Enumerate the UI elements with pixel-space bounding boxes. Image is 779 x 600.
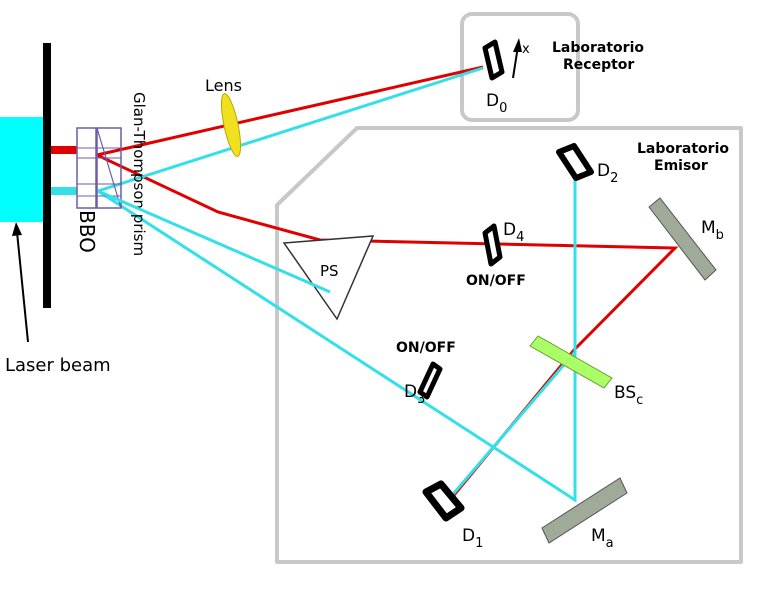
bbo-label: BBO [75,210,99,253]
ma-label: Ma [591,526,614,551]
cyan-beam-to-d0 [97,66,484,193]
cyan-beam-stub [51,187,77,195]
red-beam-to-d0 [96,65,484,157]
laser-beam-arrow-line [16,231,29,343]
detector-d2 [556,143,594,181]
d3-label: D3 [404,382,425,407]
d4-on-off-label: ON/OFF [466,273,526,289]
x-axis-label: x [522,42,530,57]
laser-beam-label: Laser beam [5,355,111,376]
beamsplitter-bsc [529,335,613,389]
lens [220,93,242,157]
receptor-title-line1: Laboratorio [552,40,644,56]
laser-beam-arrowhead [12,222,22,236]
detector-d4 [482,223,503,267]
ps-prism [282,235,375,321]
emisor-lab-region [275,126,743,564]
cyan-beams [97,66,577,508]
mb-label: Mb [701,218,724,243]
bsc-label: BSc [614,383,643,408]
ps-label: PS [320,262,339,280]
detector-d3 [417,361,443,400]
d3-on-off-label: ON/OFF [396,340,456,356]
receptor-lab-box [460,12,580,122]
cyan-beam-to-d1 [440,351,577,508]
cyan-beam-emisor-path [97,165,577,503]
mount-bar [43,43,51,308]
detector-d0 [482,39,505,81]
mirror-ma [541,477,628,544]
x-axis-arrowhead [513,38,522,52]
prism-label: Glan-Thompson prism [130,92,148,256]
mirror-mb [648,197,717,281]
d4-label: D4 [503,220,524,245]
glan-thompson-prism [96,127,122,209]
emisor-title-line1: Laboratorio [637,141,729,157]
detector-d1 [422,480,465,522]
d2-label: D2 [597,161,618,186]
red-beam-emisor-path [96,153,679,513]
d1-label: D1 [462,526,483,551]
lens-label: Lens [205,76,242,95]
d0-label: D0 [486,91,507,116]
laser-source [0,117,44,222]
emisor-title-line2: Emisor [654,158,708,174]
receptor-title-line2: Receptor [563,57,634,73]
red-beam-stub [51,146,77,154]
red-beams [96,65,679,513]
